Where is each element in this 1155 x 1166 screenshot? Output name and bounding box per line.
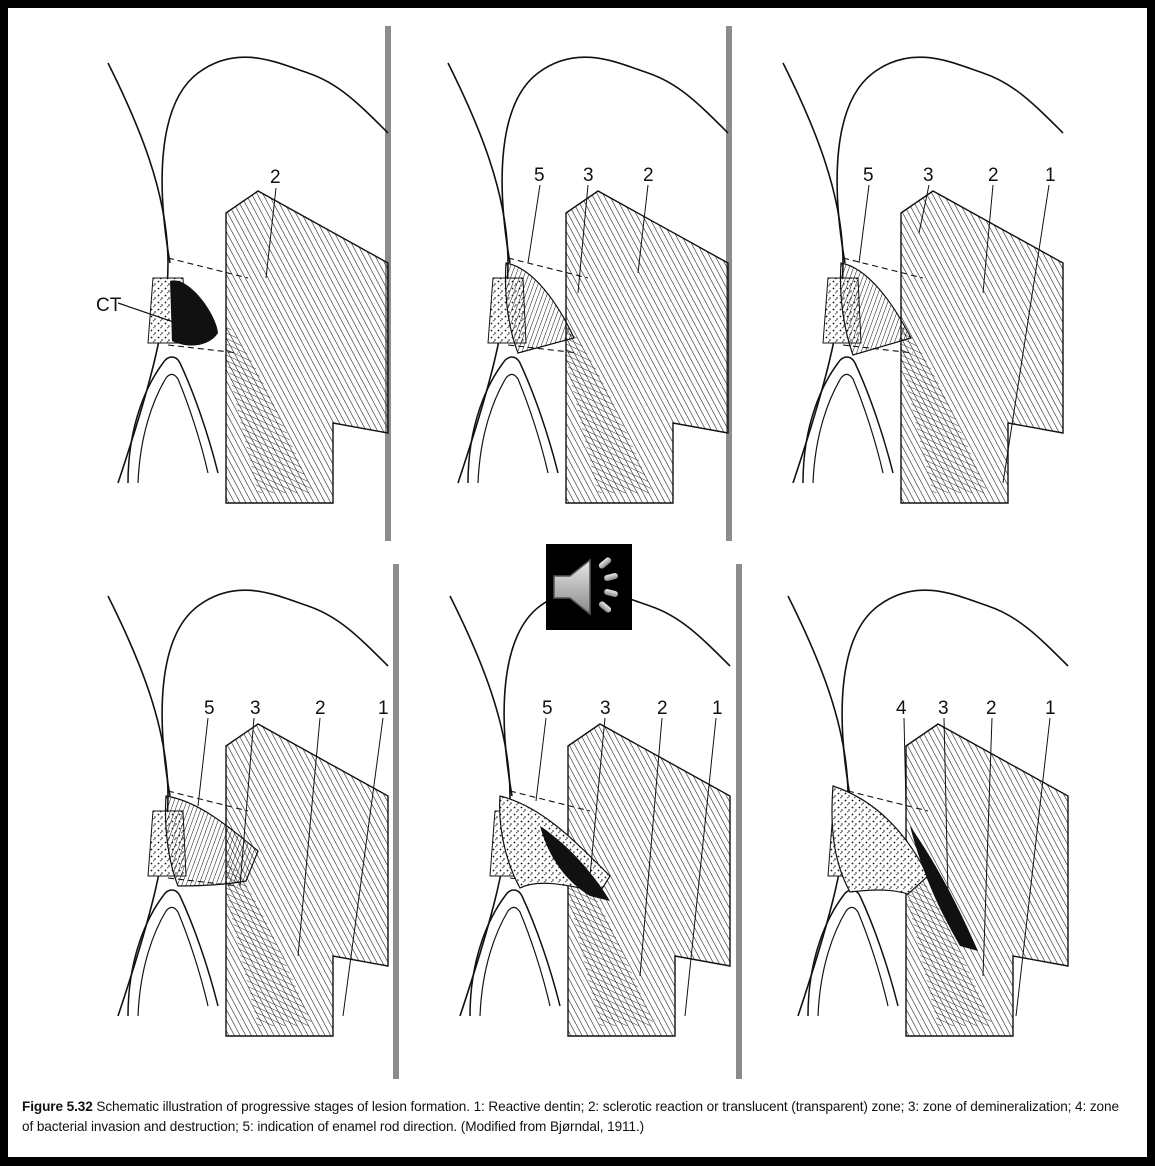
figure-number: Figure 5.32 [22,1099,93,1114]
separator-bar [736,564,742,1079]
panel-4: 5 3 2 1 [108,590,389,1036]
panel-label: 1 [1045,698,1056,719]
panel-label: 3 [250,698,261,719]
panel-label: 1 [378,698,389,719]
panel-label: 1 [712,698,723,719]
panel-label: 5 [204,698,215,719]
panel-label: 2 [643,165,654,186]
panel-label: 2 [315,698,326,719]
panel-label: 3 [938,698,949,719]
audio-button[interactable] [546,544,632,630]
panel-3: 5 3 2 1 [783,57,1063,503]
panel-label: 3 [923,165,934,186]
figure-frame: 2 CT 5 3 2 5 3 2 1 [8,8,1147,1157]
panel-label: 5 [542,698,553,719]
caption-text: Schematic illustration of progressive st… [22,1099,1119,1134]
panel-label: 1 [1045,165,1056,186]
panel-label: 4 [896,698,907,719]
panel-5: 5 3 2 1 [450,590,730,1036]
panel-label: 3 [583,165,594,186]
panel-6: 4 3 2 1 [788,590,1068,1036]
panel-label: 2 [986,698,997,719]
separator-bar [393,564,399,1079]
panel-2: 5 3 2 [448,57,728,503]
panel-label: 2 [657,698,668,719]
panel-label: 2 [988,165,999,186]
panel-label: 2 [270,167,281,188]
panel-1: 2 CT [96,57,388,503]
speaker-icon [546,544,632,630]
panel-label: CT [96,295,122,316]
panel-label: 5 [863,165,874,186]
panel-label: 5 [534,165,545,186]
panel-label: 3 [600,698,611,719]
figure-caption: Figure 5.32 Schematic illustration of pr… [22,1097,1132,1137]
lesion-shape [170,280,218,345]
lesion-shape [506,263,575,353]
